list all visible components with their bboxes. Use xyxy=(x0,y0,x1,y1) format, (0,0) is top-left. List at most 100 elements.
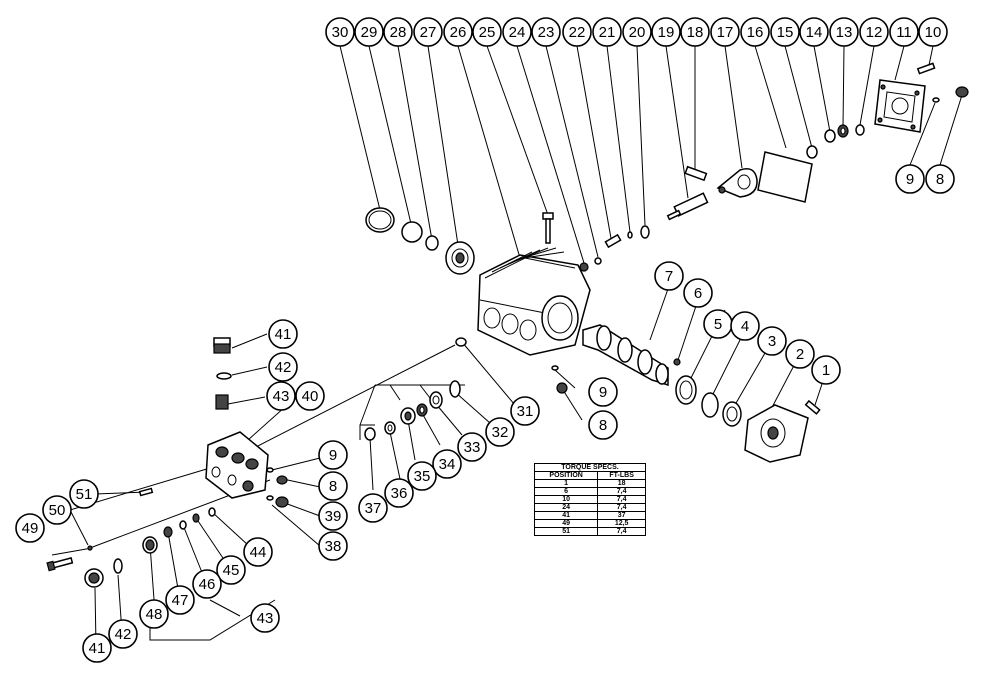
wrist-pin-icon xyxy=(684,165,708,182)
snap-ring-icon xyxy=(365,207,395,233)
callout-label: 8 xyxy=(329,478,337,495)
callout-label: 8 xyxy=(599,417,607,434)
callout-circle xyxy=(740,17,770,47)
callout-circle xyxy=(785,339,815,369)
callout-circle xyxy=(502,17,532,47)
torque-value-cell: 7,4 xyxy=(597,495,646,504)
shim-icon xyxy=(425,235,439,251)
valve-43-top-icon xyxy=(215,394,229,410)
torque-value-cell: 37 xyxy=(597,511,646,520)
callout-circle xyxy=(295,381,325,411)
oring-9-icon xyxy=(932,97,940,103)
callout-circle xyxy=(443,17,473,47)
crankcase-icon xyxy=(477,247,591,356)
callout-circle xyxy=(325,17,355,47)
callout-label: 32 xyxy=(492,424,509,441)
torque-position-cell: 10 xyxy=(533,495,599,504)
callout-label: 20 xyxy=(629,24,646,41)
callout-36: 36 xyxy=(384,478,414,508)
callout-circle xyxy=(562,17,592,47)
callout-label: 1 xyxy=(822,362,830,379)
callout-circle xyxy=(895,164,925,194)
callout-label: 9 xyxy=(599,384,607,401)
callout-21: 21 xyxy=(592,17,622,47)
callout-label: 41 xyxy=(275,326,292,343)
callout-label: 25 xyxy=(479,24,496,41)
bearing-5-icon xyxy=(675,375,697,405)
callout-8: 8 xyxy=(588,410,618,440)
callout-5: 5 xyxy=(703,309,733,339)
torque-position-cell: 41 xyxy=(533,511,599,520)
callout-circle xyxy=(730,311,760,341)
connecting-rod-icon xyxy=(716,168,758,198)
parts-drawings xyxy=(46,62,969,588)
callout-label: 7 xyxy=(665,268,673,285)
screw-1-icon xyxy=(804,399,821,415)
callout-circle xyxy=(413,17,443,47)
screw-10-icon xyxy=(916,62,936,75)
torque-table-header-position: POSITION xyxy=(533,471,599,480)
flange-icon xyxy=(744,404,809,463)
callout-4: 4 xyxy=(730,311,760,341)
torque-value-cell: 12,5 xyxy=(597,519,646,528)
callout-32: 32 xyxy=(485,417,515,447)
callout-label: 38 xyxy=(325,538,342,555)
callout-label: 35 xyxy=(414,468,431,485)
callout-circle xyxy=(318,501,348,531)
oring-31-icon xyxy=(455,337,467,347)
callout-25: 25 xyxy=(472,17,502,47)
callout-label: 41 xyxy=(89,640,106,657)
callout-circle xyxy=(318,471,348,501)
callout-circle xyxy=(384,478,414,508)
callout-circle xyxy=(680,17,710,47)
callout-2: 2 xyxy=(785,339,815,369)
callout-label: 2 xyxy=(796,346,804,363)
ring-46-icon xyxy=(179,520,187,530)
callout-circle xyxy=(192,569,222,599)
callout-circle xyxy=(383,17,413,47)
callout-19: 19 xyxy=(651,17,681,47)
callout-6: 6 xyxy=(683,278,713,308)
ring-45-icon xyxy=(192,513,200,523)
callout-33: 33 xyxy=(457,432,487,462)
callout-circle xyxy=(139,599,169,629)
callout-label: 36 xyxy=(391,485,408,502)
callout-label: 11 xyxy=(896,24,912,41)
plug-41-bottom-icon xyxy=(84,568,104,588)
callout-label: 46 xyxy=(199,576,216,593)
callout-label: 43 xyxy=(257,610,274,627)
torque-value-cell: 7,4 xyxy=(597,487,646,496)
callout-label: 39 xyxy=(325,508,342,525)
callout-label: 51 xyxy=(76,486,93,503)
callout-label: 3 xyxy=(768,333,776,350)
callout-17: 17 xyxy=(710,17,740,47)
oring-38-icon xyxy=(266,495,274,501)
callout-label: 14 xyxy=(806,24,823,41)
callout-label: 26 xyxy=(450,24,467,41)
callout-18: 18 xyxy=(680,17,710,47)
callout-label: 13 xyxy=(836,24,853,41)
callout-22: 22 xyxy=(562,17,592,47)
callout-label: 47 xyxy=(172,592,189,609)
callout-10: 10 xyxy=(918,17,948,47)
callout-circle xyxy=(268,352,298,382)
callout-circle xyxy=(432,449,462,479)
callout-circle xyxy=(216,555,246,585)
callout-35: 35 xyxy=(407,461,437,491)
ring-15-icon xyxy=(806,145,818,159)
bolt-49-icon xyxy=(46,557,74,572)
callout-circle xyxy=(266,381,296,411)
callout-48: 48 xyxy=(139,599,169,629)
callout-circle xyxy=(918,17,948,47)
callout-label: 6 xyxy=(694,285,702,302)
manifold-icon xyxy=(205,431,269,499)
small-ring-icon xyxy=(627,231,633,239)
torque-table-title: TORQUE SPECS. xyxy=(534,463,646,471)
key-icon xyxy=(673,358,681,366)
callout-51: 51 xyxy=(69,479,99,509)
callout-circle xyxy=(588,410,618,440)
callout-50: 50 xyxy=(42,495,72,525)
torque-position-cell: 1 xyxy=(533,479,599,488)
